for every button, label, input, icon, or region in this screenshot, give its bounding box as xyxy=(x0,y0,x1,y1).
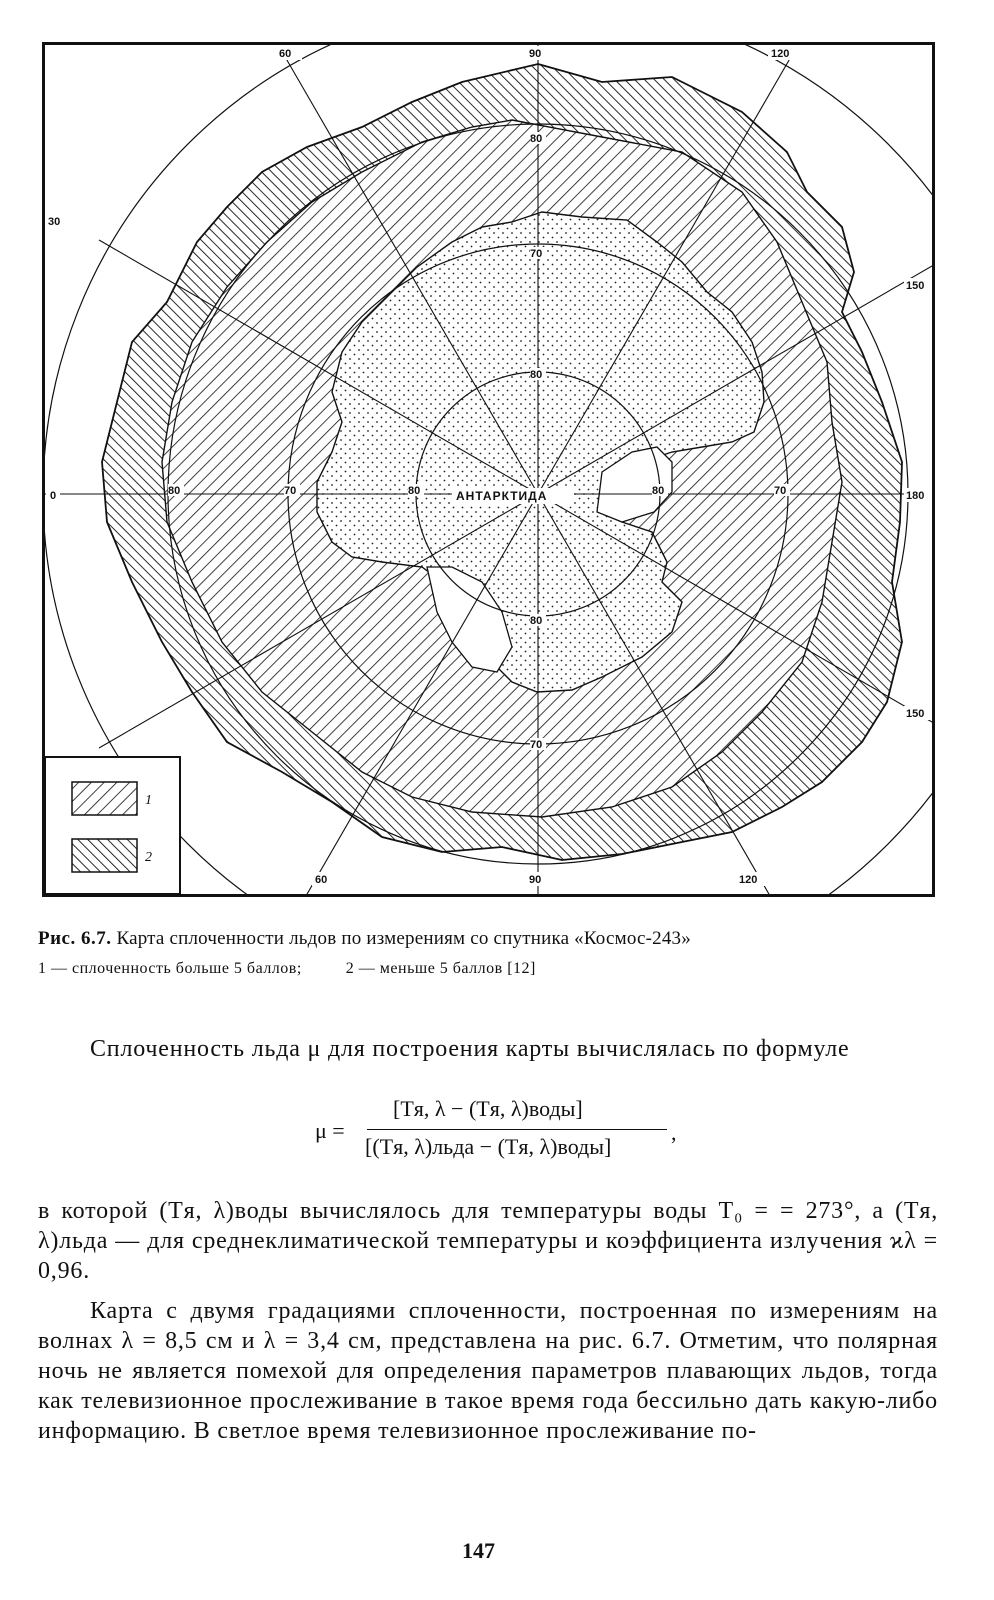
lon-left-0: 0 xyxy=(50,490,56,502)
legend-swatch-1 xyxy=(71,781,138,816)
lon-bottom-120: 120 xyxy=(739,874,757,886)
caption-item-1: 1 — сплоченность больше 5 баллов; xyxy=(38,960,302,977)
legend-label-1: 1 xyxy=(145,793,152,808)
caption-prefix: Рис. 6.7. xyxy=(38,928,112,949)
sea-ice-map-figure: АНТАРКТИДА 80 80 80 80 80 80 70 70 70 70… xyxy=(42,42,935,897)
ross-sea xyxy=(596,446,673,523)
page-number: 147 xyxy=(462,1538,495,1563)
meridians xyxy=(45,45,932,894)
lat-70-label-right: 70 xyxy=(774,485,786,497)
concentration-formula: μ = [Tя, λ − (Tя, λ)воды] [(Tя, λ)льда −… xyxy=(315,1096,695,1166)
lon-left-30: 30 xyxy=(48,216,60,228)
caption-title: Карта сплоченности льдов по измерениям с… xyxy=(116,928,691,949)
lon-right-150-top: 150 xyxy=(906,280,924,292)
paragraph-1: Сплоченность льда μ для построения карты… xyxy=(90,1036,850,1062)
lat-70-label-left: 70 xyxy=(284,485,296,497)
lon-top-120: 120 xyxy=(771,48,789,60)
lon-bottom-90: 90 xyxy=(529,874,541,886)
caption-item-2: 2 — меньше 5 баллов [12] xyxy=(345,960,536,977)
lon-bottom-60: 60 xyxy=(315,874,327,886)
lat-80-label-bottom: 80 xyxy=(530,615,542,627)
lat-80-label-right: 80 xyxy=(652,485,664,497)
lat-70-label-top: 70 xyxy=(530,248,542,260)
lon-top-60: 60 xyxy=(279,48,291,60)
lat-80-label-outer: 80 xyxy=(530,133,542,145)
figure-caption: Рис. 6.7. Карта сплоченности льдов по из… xyxy=(38,928,958,978)
legend-label-2: 2 xyxy=(145,850,152,865)
weddell-sea xyxy=(426,566,513,673)
formula-denominator: [(Tя, λ)льда − (Tя, λ)воды] xyxy=(365,1134,612,1159)
lat-80-label-left: 80 xyxy=(408,485,420,497)
legend: 1 2 xyxy=(44,756,181,895)
lon-right-150-bottom: 150 xyxy=(906,708,924,720)
paragraph-2: в которой (Tя, λ)воды вычислялось для те… xyxy=(38,1198,938,1284)
lat-80-label-outer-left: 80 xyxy=(168,485,180,497)
formula-comma: , xyxy=(671,1120,677,1145)
formula-lhs: μ = xyxy=(315,1118,345,1143)
formula-numerator: [Tя, λ − (Tя, λ)воды] xyxy=(393,1096,583,1121)
lon-top-90: 90 xyxy=(529,48,541,60)
legend-swatch-2 xyxy=(71,838,138,873)
lat-80-label-top: 80 xyxy=(530,369,542,381)
paragraph-3: Карта с двумя градациями сплоченности, п… xyxy=(38,1298,938,1444)
lon-right-180: 180 xyxy=(906,490,924,502)
fraction-bar xyxy=(367,1129,667,1130)
lat-70-label-bottom: 70 xyxy=(530,739,542,751)
antarctica-label: АНТАРКТИДА xyxy=(456,489,547,503)
